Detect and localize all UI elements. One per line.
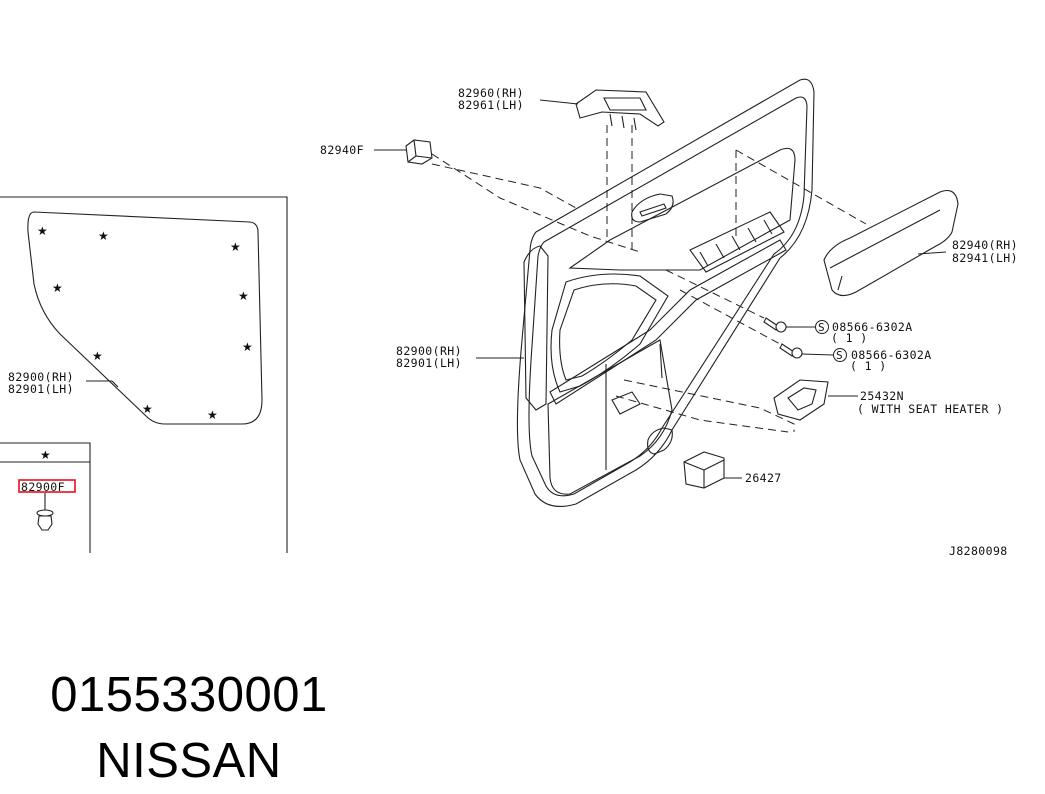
part-26427-lamp-face — [683, 459, 725, 488]
bolt-shank — [779, 343, 795, 357]
inset-label-82900: 82900(RH) — [8, 370, 74, 384]
label-25432N-note: ( WITH SEAT HEATER ) — [857, 402, 1003, 416]
parts — [405, 89, 959, 489]
clip-star: ★ — [230, 240, 241, 254]
caption: 0155330001 NISSAN — [22, 596, 328, 788]
armrest-bar — [549, 239, 787, 405]
part-82940F-clip-face — [407, 139, 433, 163]
clip-star: ★ — [37, 224, 48, 238]
leader-lines — [374, 99, 947, 479]
part-25432N-opening — [787, 387, 817, 411]
dashed-line — [735, 149, 867, 225]
label-82940F: 82940F — [320, 143, 364, 157]
clip-fastener-82900F — [36, 493, 54, 531]
clip-star: ★ — [142, 402, 153, 416]
clip-star: ★ — [207, 408, 218, 422]
seat-heater-recess — [611, 391, 641, 415]
bolt-head — [775, 321, 787, 333]
door-window-cutout-inner — [559, 283, 657, 381]
inset-panel: ★ ★ ★ ★ ★ ★ ★ ★ ★ ★ — [0, 196, 288, 553]
dashed-line — [431, 163, 577, 209]
door-upper-panel — [568, 147, 796, 271]
inset-door-panel-outline — [27, 211, 263, 425]
s-marker-circle — [815, 320, 829, 334]
label-82960: 82960(RH) — [458, 86, 524, 100]
inner-handle-recess — [631, 193, 674, 223]
lower-handle-recess — [647, 427, 673, 455]
clip-star: ★ — [52, 281, 63, 295]
s-marker-2: S — [836, 349, 843, 362]
s-markers — [815, 320, 847, 362]
label-bolt2: 08566-6302A — [851, 348, 932, 362]
inset-frame — [0, 196, 288, 553]
label-82900F: 82900F — [21, 480, 65, 494]
door-switch-buttons — [699, 219, 773, 267]
label-25432N: 25432N — [860, 389, 904, 403]
clip-inset-frame — [0, 442, 91, 553]
dashed-line — [679, 289, 781, 345]
part-82960-pins — [609, 113, 637, 131]
label-26427: 26427 — [745, 471, 782, 485]
highlight-box-82900F — [18, 479, 76, 493]
part-82940-armrest — [823, 189, 959, 297]
clip-location-stars: ★ ★ ★ ★ ★ ★ ★ ★ ★ ★ — [37, 224, 253, 462]
clip-body — [37, 515, 53, 531]
bolt-08566-1 — [763, 317, 787, 333]
dashed-line — [615, 395, 789, 433]
leader-82960 — [539, 99, 579, 105]
label-82961: 82961(LH) — [458, 98, 524, 112]
part-82960-opening — [603, 97, 647, 111]
clip-star: ★ — [98, 229, 109, 243]
s-marker-1: S — [818, 321, 825, 334]
clip-star: ★ — [238, 289, 249, 303]
label-bolt1-qty: ( 1 ) — [831, 331, 868, 345]
door-trim-inner — [528, 96, 808, 497]
door-trim-outer — [516, 78, 815, 507]
assembly-dashed-lines — [431, 125, 867, 433]
diagram-code: J8280098 — [949, 544, 1008, 558]
part-82940-armrest-edge — [829, 209, 941, 291]
label-82940: 82940(RH) — [952, 238, 1018, 252]
bolt-08566-2 — [779, 343, 803, 359]
label-82900: 82900(RH) — [396, 344, 462, 358]
door-lower-line — [605, 343, 663, 470]
label-82901: 82901(LH) — [396, 356, 462, 370]
clip-star: ★ — [242, 340, 253, 354]
leader-bolt2 — [801, 353, 834, 356]
dashed-line — [665, 269, 765, 319]
bolt-shank — [763, 317, 779, 331]
main-assembly — [516, 78, 815, 507]
door-switch-panel — [689, 211, 785, 273]
brand-name: NISSAN — [96, 734, 282, 788]
leader-82940 — [917, 251, 947, 255]
clip-head — [36, 509, 54, 517]
parts-diagram: ★ ★ ★ ★ ★ ★ ★ ★ ★ ★ 82900(RH) 82901(LH) … — [0, 78, 1018, 558]
part-number: 0155330001 — [50, 668, 328, 722]
label-bolt2-qty: ( 1 ) — [850, 359, 887, 373]
dashed-line — [431, 153, 641, 253]
clip-star: ★ — [92, 349, 103, 363]
inset-label-82901: 82901(LH) — [8, 382, 74, 396]
inner-handle — [639, 203, 667, 217]
inset-leader-diag — [111, 380, 119, 388]
door-map-pocket — [547, 339, 673, 495]
door-window-cutout — [550, 273, 669, 393]
clip-star: ★ — [40, 448, 51, 462]
s-marker-circle — [833, 348, 847, 362]
bolt-head — [791, 347, 803, 359]
dashed-line — [623, 379, 795, 432]
label-82941: 82941(LH) — [952, 251, 1018, 265]
door-trim-edge — [523, 245, 549, 411]
label-bolt1: 08566-6302A — [832, 320, 913, 334]
part-25432N-switch — [773, 379, 829, 421]
